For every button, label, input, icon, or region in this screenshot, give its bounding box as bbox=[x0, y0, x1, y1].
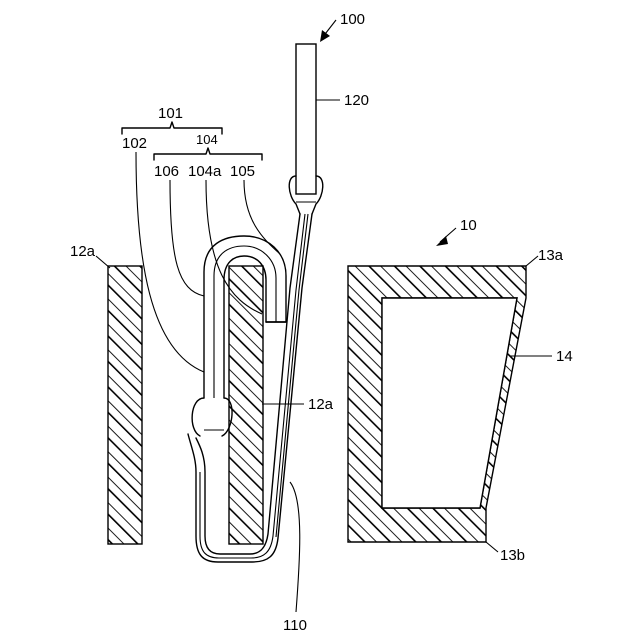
leader-12a-left bbox=[96, 256, 110, 268]
label-13b: 13b bbox=[500, 547, 525, 564]
center-wall-12a bbox=[229, 266, 263, 544]
leader-105 bbox=[244, 180, 280, 254]
leader-110 bbox=[290, 482, 300, 612]
label-12a-left: 12a bbox=[70, 243, 96, 260]
leader-13b bbox=[486, 542, 498, 552]
label-106: 106 bbox=[154, 163, 179, 180]
label-110: 110 bbox=[283, 617, 307, 634]
leader-106 bbox=[170, 180, 204, 296]
leader-13a bbox=[526, 256, 538, 266]
arrow-10 bbox=[436, 236, 448, 246]
label-102: 102 bbox=[122, 135, 147, 152]
label-104: 104 bbox=[196, 132, 218, 147]
conductor-110-track-2 bbox=[276, 214, 308, 537]
label-12a-right: 12a bbox=[308, 396, 334, 413]
label-105: 105 bbox=[230, 163, 255, 180]
label-13a: 13a bbox=[538, 247, 564, 264]
label-101: 101 bbox=[158, 105, 183, 122]
label-104a: 104a bbox=[188, 163, 222, 180]
label-100: 100 bbox=[340, 11, 365, 28]
terminal-tab-120 bbox=[296, 44, 316, 194]
label-10: 10 bbox=[460, 217, 477, 234]
label-120: 120 bbox=[344, 92, 369, 109]
brace-104 bbox=[154, 148, 262, 160]
cavity-14 bbox=[382, 298, 517, 508]
label-14: 14 bbox=[556, 348, 573, 365]
left-wall-12a bbox=[108, 266, 142, 544]
arrow-100 bbox=[320, 30, 330, 42]
